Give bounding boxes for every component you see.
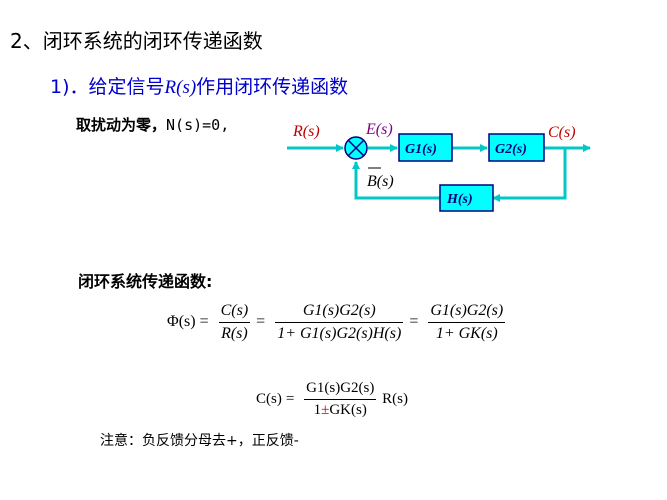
subheading-signal: R(s) (164, 77, 197, 98)
den-one: 1 (313, 402, 322, 418)
f2-lhs: C(s) (256, 390, 282, 407)
f2b-num: G1(s)G2(s) (304, 380, 377, 400)
f1-num: C(s) (218, 302, 251, 323)
fraction-c-over-r: C(s) R(s) (218, 302, 251, 343)
h-label: H(s) (446, 192, 473, 207)
output-label: C(s) (548, 124, 576, 141)
plus-minus-sign: ± (321, 402, 330, 418)
f2-rhs: R(s) (382, 390, 408, 407)
formula-2: C(s)= G1(s)G2(s) 1±GK(s) R(s) (256, 380, 408, 419)
f3-den: 1+ GK(s) (435, 325, 498, 342)
feedback-return-line (352, 161, 440, 200)
condition-expression: N(s)=0, (166, 116, 230, 134)
g1-label: G1(s) (405, 142, 437, 157)
fraction-output: G1(s)G2(s) 1±GK(s) (304, 380, 377, 419)
feedback-note: 注意：负反馈分母去+，正反馈- (100, 433, 299, 449)
section-heading: 2、闭环系统的闭环传递函数 (10, 29, 263, 53)
subheading-suffix: 作用闭环传递函数 (196, 76, 349, 98)
den-gk: GK(s) (329, 402, 367, 418)
f3-num: G1(s)G2(s) (428, 302, 506, 323)
g1-block (398, 133, 453, 162)
feedback-signal-label: B(s) (367, 173, 394, 190)
h-block (439, 184, 494, 212)
input-label: R(s) (292, 123, 320, 140)
subheading-prefix: 1)．给定信号 (50, 76, 165, 98)
error-label: E(s) (365, 121, 393, 138)
f2-den: 1+ G1(s)G2(s)H(s) (277, 325, 402, 342)
f2-num: G1(s)G2(s) (275, 302, 404, 323)
g2-label: G2(s) (495, 142, 527, 157)
formula-1: Φ(s)= C(s) R(s) = G1(s)G2(s) 1+ G1(s)G2(… (167, 302, 506, 343)
feedback-path-top (492, 148, 567, 202)
f2b-den: 1±GK(s) (304, 400, 376, 419)
g2-block (488, 133, 545, 162)
condition-text: 取扰动为零，N(s)=0, (76, 114, 229, 135)
fraction-closed-loop: G1(s)G2(s) 1+ G1(s)G2(s)H(s) (275, 302, 404, 343)
f1-den: R(s) (221, 325, 248, 342)
summing-junction (344, 136, 368, 160)
f1-lhs: Φ(s) (167, 313, 196, 331)
subsection-heading: 1)．给定信号R(s)作用闭环传递函数 (50, 72, 348, 99)
condition-label: 取扰动为零， (76, 116, 167, 134)
fraction-open-loop: G1(s)G2(s) 1+ GK(s) (428, 302, 506, 343)
closed-loop-title: 闭环系统传递函数: (78, 272, 213, 291)
